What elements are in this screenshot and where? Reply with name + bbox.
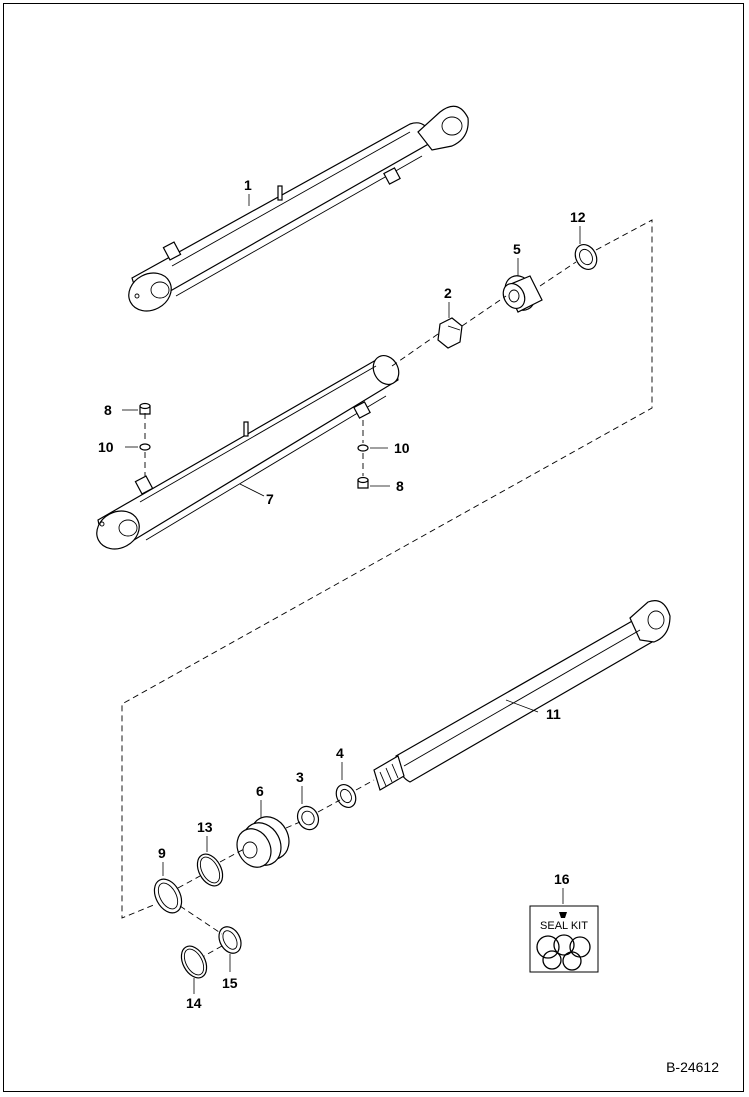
callout-8-left: 8 — [104, 402, 112, 418]
callout-13: 13 — [197, 819, 213, 835]
callout-14: 14 — [186, 995, 202, 1011]
callout-5: 5 — [513, 241, 521, 257]
callout-1: 1 — [244, 177, 252, 193]
callout-16: 16 — [554, 871, 570, 887]
o-ring-part-10-left — [139, 443, 151, 451]
callout-15: 15 — [222, 975, 238, 991]
o-ring-part-14 — [180, 945, 208, 979]
seal-kit-part-16: SEAL KIT — [529, 905, 599, 973]
o-ring-part-10-right — [357, 444, 369, 452]
piston-rod-part-11 — [373, 600, 671, 791]
callout-6: 6 — [256, 783, 264, 799]
fitting-part-8-right — [357, 476, 369, 489]
callout-labels: 1 2 3 4 5 6 7 8 8 9 10 10 11 12 13 14 15… — [98, 177, 586, 1011]
ring-part-3 — [296, 805, 320, 831]
piston-part-6 — [236, 816, 290, 868]
fitting-part-8-left — [139, 402, 151, 415]
callout-leader-lines — [122, 194, 581, 994]
nut-part-2 — [437, 317, 463, 349]
cylinder-barrel-part-7 — [96, 355, 400, 550]
callout-10-right: 10 — [394, 440, 410, 456]
assembly-dashed-lines — [121, 219, 653, 957]
callout-10-left: 10 — [98, 439, 114, 455]
gland-head-part-5 — [502, 275, 543, 313]
cylinder-assembly-part-1 — [128, 105, 469, 312]
o-ring-part-13 — [196, 853, 224, 887]
seal-kit-title: SEAL KIT — [540, 920, 588, 932]
callout-2: 2 — [444, 285, 452, 301]
callout-8-right: 8 — [396, 478, 404, 494]
page-border — [3, 3, 744, 1092]
callout-4: 4 — [336, 745, 344, 761]
wiper-ring-part-12 — [574, 243, 598, 271]
callout-12: 12 — [570, 209, 586, 225]
callout-9: 9 — [158, 845, 166, 861]
seal-ring-part-9 — [153, 878, 183, 914]
callout-3: 3 — [296, 769, 304, 785]
callout-7: 7 — [266, 491, 274, 507]
ring-part-4 — [335, 783, 357, 809]
document-number: B-24612 — [666, 1059, 719, 1075]
ring-part-15 — [218, 926, 242, 954]
callout-11: 11 — [546, 706, 561, 722]
